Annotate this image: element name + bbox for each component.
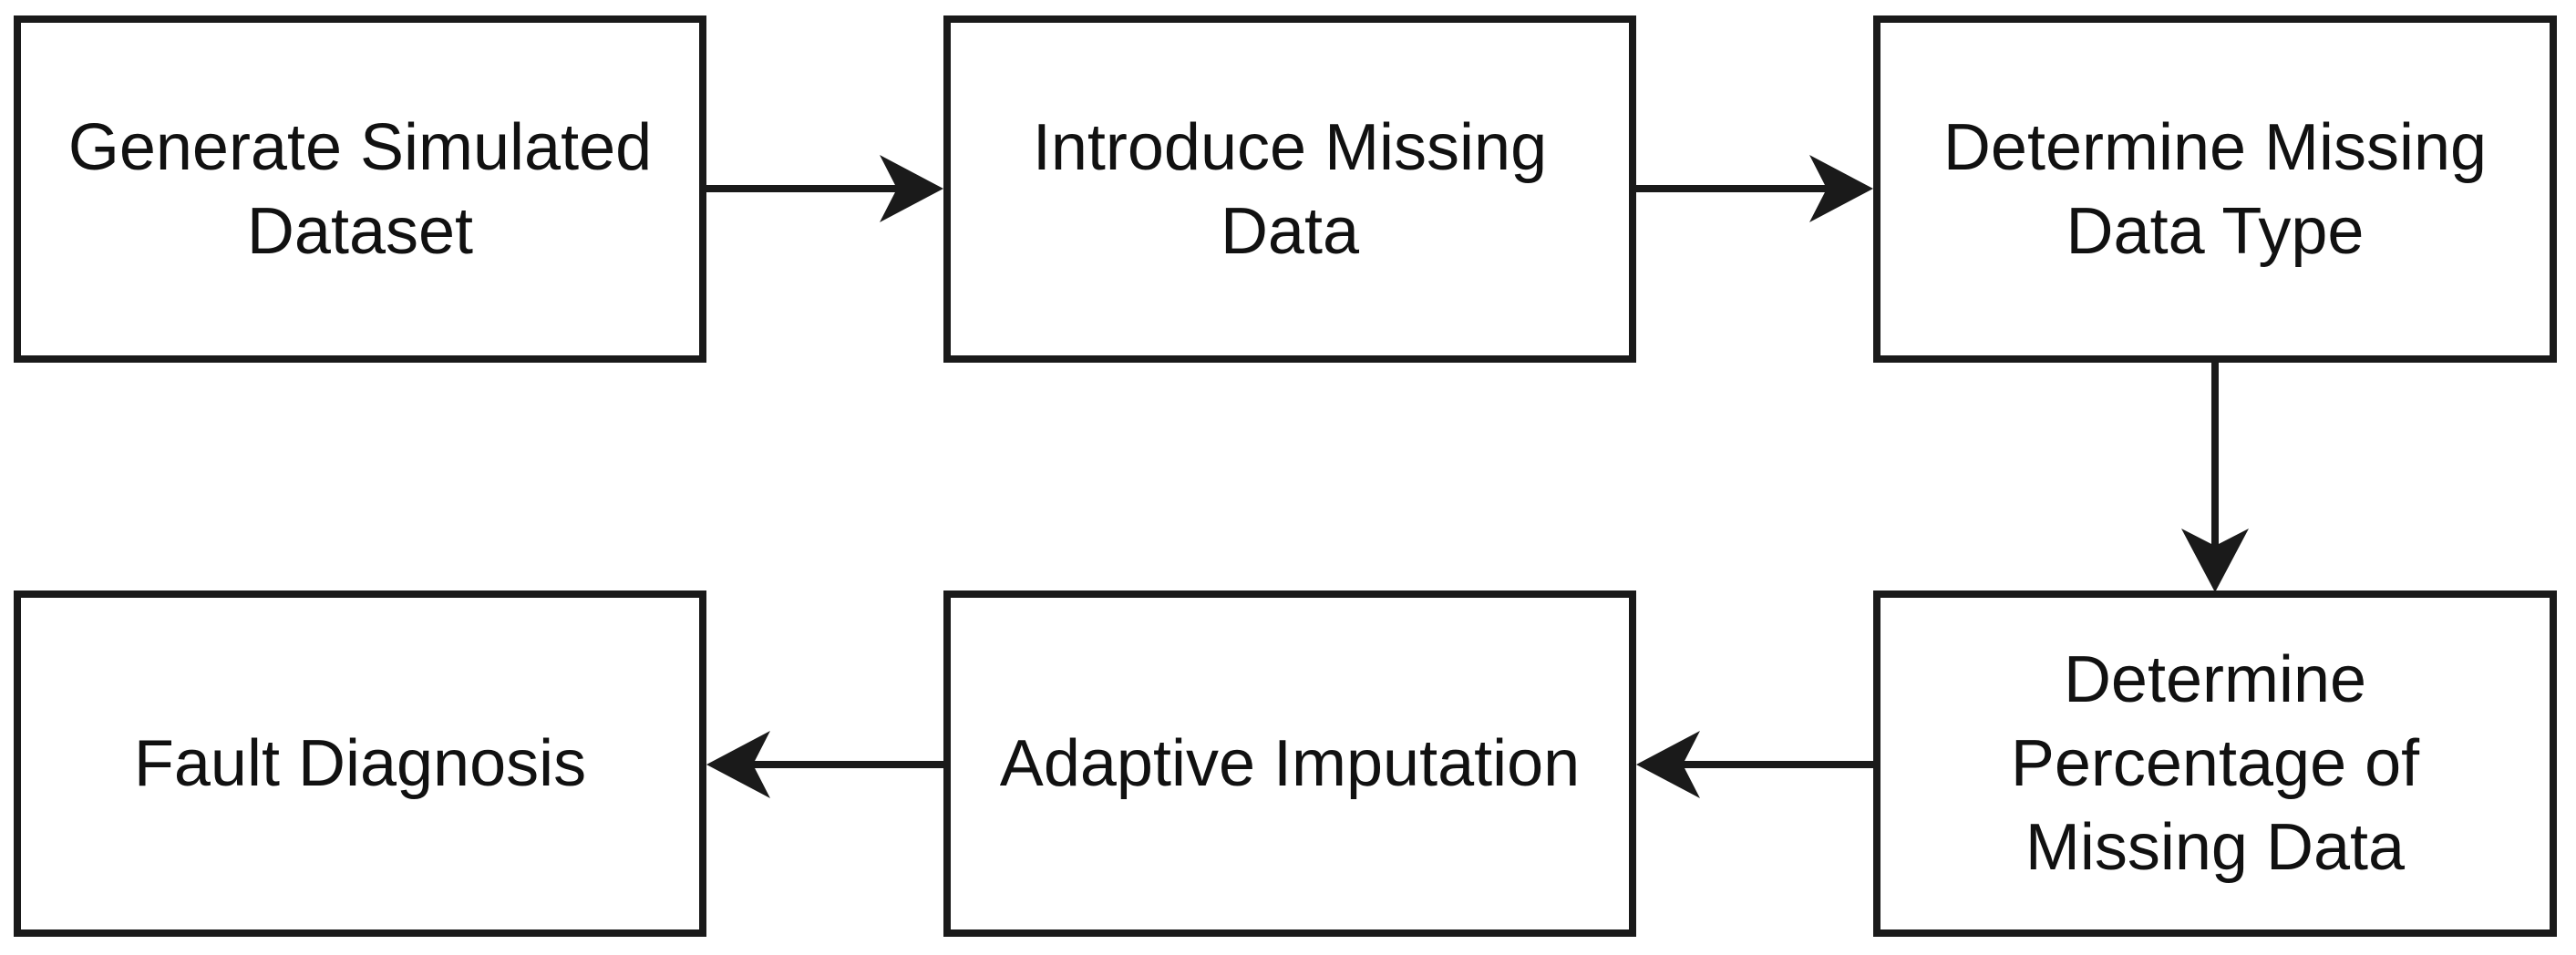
- node-label: Adaptive Imputation: [1000, 722, 1580, 806]
- node-label-line: Adaptive Imputation: [999, 727, 1581, 800]
- node-label: Introduce Missing Data: [1033, 106, 1547, 273]
- arrowhead-right-icon: [1809, 155, 1873, 222]
- arrowhead-down-icon: [2181, 529, 2249, 592]
- node-fault-diagnosis: Fault Diagnosis: [14, 590, 706, 937]
- node-label-line: Percentage of: [2010, 727, 2420, 800]
- node-label: Determine Percentage of Missing Data: [2011, 638, 2419, 889]
- node-label-line: Missing Data: [2025, 811, 2406, 884]
- arrow-introduce-to-type: [1633, 155, 1873, 222]
- node-adaptive-imputation: Adaptive Imputation: [943, 590, 1636, 937]
- arrow-percentage-to-adaptive: [1636, 731, 1877, 798]
- node-label-line: Dataset: [246, 194, 474, 268]
- node-determine-percentage-of-missing-data: Determine Percentage of Missing Data: [1873, 590, 2557, 937]
- node-label: Generate Simulated Dataset: [68, 106, 652, 273]
- node-label-line: Determine Missing: [1942, 110, 2488, 184]
- node-introduce-missing-data: Introduce Missing Data: [943, 15, 1636, 363]
- node-label-line: Data: [1220, 194, 1360, 268]
- node-determine-missing-data-type: Determine Missing Data Type: [1873, 15, 2557, 363]
- node-label-line: Introduce Missing: [1032, 110, 1548, 184]
- node-generate-simulated-dataset: Generate Simulated Dataset: [14, 15, 706, 363]
- node-label: Determine Missing Data Type: [1943, 106, 2487, 273]
- node-label-line: Determine: [2063, 643, 2367, 716]
- node-label: Fault Diagnosis: [134, 722, 586, 806]
- arrow-adaptive-to-fault: [706, 731, 947, 798]
- node-label-line: Generate Simulated: [67, 110, 653, 184]
- arrowhead-left-icon: [706, 731, 770, 798]
- arrowhead-right-icon: [880, 155, 943, 222]
- node-label-line: Data Type: [2066, 194, 2365, 268]
- arrow-type-to-percentage: [2181, 359, 2249, 592]
- arrow-generate-to-introduce: [703, 155, 943, 222]
- arrowhead-left-icon: [1636, 731, 1700, 798]
- node-label-line: Fault Diagnosis: [133, 727, 587, 800]
